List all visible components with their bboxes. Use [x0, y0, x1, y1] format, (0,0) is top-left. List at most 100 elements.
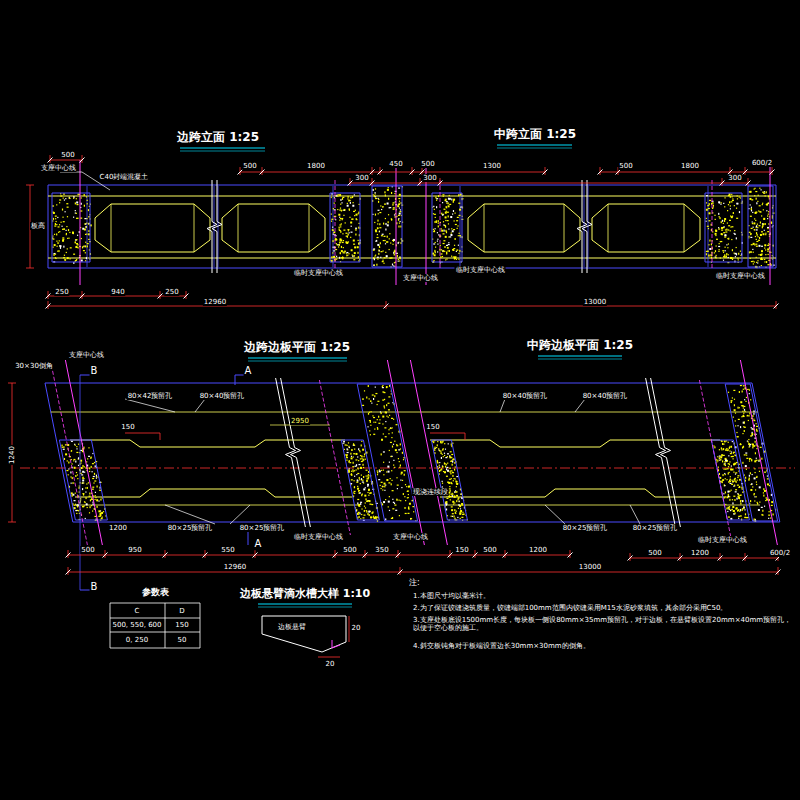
- aggregate-dot: [335, 238, 337, 240]
- aggregate-dot: [391, 437, 392, 438]
- aggregate-dot: [365, 502, 366, 503]
- aggregate-dot: [342, 257, 343, 259]
- aggregate-dot: [363, 476, 364, 478]
- aggregate-dot: [52, 238, 54, 239]
- aggregate-dot: [368, 385, 369, 387]
- aggregate-dot: [398, 226, 399, 228]
- aggregate-dot: [62, 447, 63, 448]
- aggregate-dot: [765, 195, 766, 196]
- aggregate-dot: [353, 202, 354, 203]
- aggregate-dot: [92, 453, 93, 454]
- aggregate-dot: [397, 255, 398, 257]
- aggregate-dot: [343, 247, 344, 248]
- aggregate-dot: [72, 477, 73, 479]
- aggregate-dot: [66, 203, 68, 204]
- aggregate-dot: [367, 486, 368, 487]
- aggregate-dot: [380, 411, 381, 412]
- aggregate-dot: [410, 518, 411, 519]
- aggregate-dot: [82, 479, 84, 481]
- aggregate-dot: [357, 513, 359, 515]
- aggregate-dot: [750, 204, 751, 205]
- aggregate-dot: [349, 208, 350, 209]
- aggregate-dot: [754, 188, 755, 189]
- aggregate-dot: [397, 488, 398, 489]
- aggregate-dot: [435, 247, 436, 248]
- aggregate-dot: [82, 477, 83, 478]
- aggregate-dot: [354, 449, 355, 450]
- aggregate-dot: [101, 512, 102, 514]
- aggregate-dot: [372, 189, 373, 191]
- aggregate-dot: [371, 504, 373, 505]
- aggregate-dot: [75, 510, 77, 511]
- aggregate-dot: [457, 517, 458, 518]
- aggregate-dot: [369, 430, 370, 431]
- aggregate-dot: [452, 494, 453, 495]
- aggregate-dot: [73, 198, 74, 199]
- aggregate-dot: [367, 513, 368, 515]
- aggregate-dot: [438, 195, 439, 197]
- dimension-tick: [743, 170, 748, 175]
- aggregate-dot: [372, 511, 373, 513]
- aggregate-dot: [351, 449, 352, 451]
- aggregate-dot: [398, 188, 400, 189]
- aggregate-dot: [753, 243, 755, 245]
- aggregate-dot: [442, 483, 443, 484]
- aggregate-dot: [723, 260, 724, 261]
- aggregate-dot: [750, 233, 752, 234]
- hollow-edge: [430, 440, 720, 447]
- aggregate-dot: [61, 226, 62, 227]
- aggregate-dot: [66, 470, 68, 471]
- aggregate-dot: [436, 200, 437, 201]
- aggregate-dot: [76, 446, 77, 447]
- aggregate-dot: [445, 199, 447, 200]
- aggregate-dot: [393, 265, 394, 266]
- aggregate-dot: [445, 457, 447, 458]
- aggregate-dot: [343, 443, 344, 444]
- aggregate-dot: [391, 518, 392, 519]
- aggregate-dot: [352, 254, 353, 255]
- aggregate-dot: [452, 213, 453, 214]
- aggregate-dot: [388, 501, 390, 503]
- aggregate-dot: [331, 197, 332, 198]
- aggregate-dot: [363, 459, 364, 461]
- aggregate-dot: [102, 517, 103, 518]
- aggregate-dot: [353, 470, 354, 472]
- aggregate-dot: [438, 449, 439, 450]
- aggregate-dot: [752, 212, 753, 213]
- aggregate-dot: [456, 250, 457, 251]
- aggregate-dot: [91, 498, 92, 500]
- aggregate-dot: [94, 499, 95, 500]
- aggregate-dot: [341, 202, 342, 203]
- aggregate-dot: [60, 195, 62, 196]
- aggregate-dot: [725, 229, 727, 230]
- aggregate-dot: [452, 493, 453, 495]
- aggregate-dot: [370, 516, 372, 518]
- aggregate-dot: [360, 518, 361, 519]
- web-line: [51, 412, 758, 413]
- aggregate-dot: [377, 427, 378, 428]
- aggregate-dot: [85, 502, 86, 503]
- aggregate-dot: [754, 195, 755, 196]
- aggregate-dot: [388, 187, 389, 188]
- aggregate-dot: [381, 251, 383, 252]
- aggregate-dot: [377, 257, 379, 258]
- aggregate-dot: [60, 222, 61, 223]
- aggregate-dot: [437, 240, 438, 241]
- aggregate-dot: [86, 196, 87, 197]
- aggregate-dot: [370, 401, 371, 402]
- aggregate-dot: [76, 259, 77, 260]
- aggregate-dot: [98, 516, 100, 517]
- aggregate-dot: [382, 234, 384, 235]
- aggregate-dot: [385, 436, 387, 437]
- section-line: [584, 186, 585, 267]
- aggregate-dot: [771, 221, 772, 223]
- aggregate-dot: [353, 256, 354, 257]
- aggregate-dot: [392, 446, 393, 448]
- aggregate-dot: [375, 196, 376, 197]
- aggregate-dot: [95, 492, 96, 493]
- aggregate-dot: [456, 486, 457, 487]
- aggregate-dot: [758, 245, 760, 247]
- aggregate-dot: [459, 233, 460, 234]
- aggregate-dot: [71, 450, 72, 451]
- aggregate-dot: [360, 468, 362, 469]
